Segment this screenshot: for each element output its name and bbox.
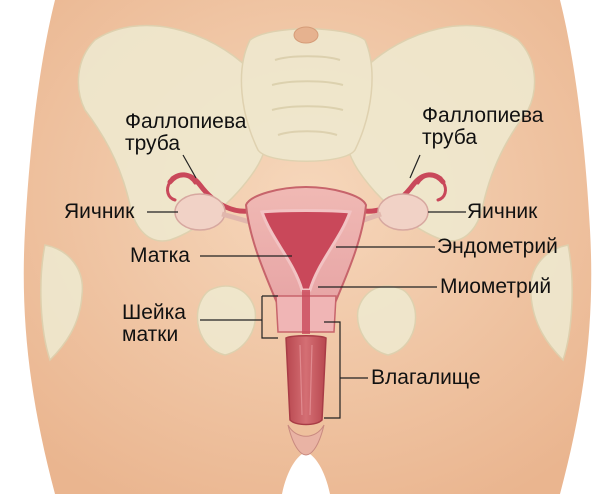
endometrium-lining bbox=[259, 209, 353, 292]
label-fallopian-tube-left: Фаллопиева труба bbox=[125, 111, 246, 155]
label-fallopian-tube-left-line2: труба bbox=[125, 132, 181, 155]
label-cervix-line1: Шейка bbox=[122, 301, 186, 324]
label-fallopian-tube-right-line1: Фаллопиева bbox=[422, 104, 544, 127]
label-ovary-right: Яичник bbox=[467, 200, 538, 223]
ovary-left bbox=[174, 193, 226, 231]
label-fallopian-tube-right: Фаллопиева труба bbox=[422, 105, 543, 149]
vagina-canal bbox=[285, 335, 327, 426]
fimbriae bbox=[166, 173, 447, 202]
navel bbox=[293, 26, 319, 44]
leader-tube-left bbox=[182, 154, 197, 179]
label-cervix-line2: матки bbox=[122, 323, 179, 346]
sacrum-ridges bbox=[271, 55, 344, 136]
leader-tube-right bbox=[409, 154, 421, 179]
label-endometrium: Эндометрий bbox=[437, 235, 558, 258]
uterine-cavity bbox=[262, 210, 350, 290]
leader-lines bbox=[147, 154, 466, 419]
label-fallopian-tube-left-line1: Фаллопиева bbox=[125, 110, 247, 133]
cervix-bracket bbox=[261, 295, 278, 339]
label-uterus: Матка bbox=[130, 244, 190, 267]
label-ovary-left: Яичник bbox=[64, 200, 135, 223]
label-myometrium: Миометрий bbox=[440, 275, 552, 298]
label-vagina: Влагалище bbox=[371, 366, 481, 389]
vagina-bracket bbox=[324, 321, 341, 419]
pelvic-bones bbox=[40, 24, 573, 362]
ovary-right bbox=[377, 193, 429, 231]
label-cervix: Шейка матки bbox=[122, 302, 186, 346]
vulva bbox=[287, 424, 325, 456]
label-fallopian-tube-right-line2: труба bbox=[422, 126, 478, 149]
